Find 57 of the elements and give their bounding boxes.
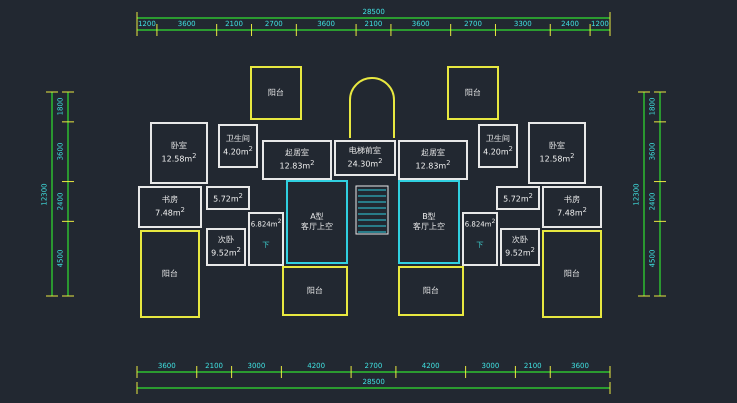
room-outline — [138, 186, 202, 228]
room-label: A型 — [310, 212, 324, 222]
room-label: 阳台 — [268, 88, 284, 98]
room-label: 书房 — [564, 195, 580, 206]
room-outline — [496, 186, 540, 210]
room-label: 5.72m$^{2}$ — [503, 191, 533, 205]
room-label: 12.83m$^{2}$ — [416, 158, 450, 172]
room-outline — [206, 186, 250, 210]
room-label: 7.48m$^{2}$ — [557, 205, 587, 219]
room-outline — [528, 122, 586, 184]
room-label: B型 — [422, 212, 436, 222]
room-label: 卧室 — [171, 141, 187, 152]
room-outline — [218, 124, 258, 168]
room-label: 9.52m$^{2}$ — [505, 245, 535, 259]
room-label: 24.30m$^{2}$ — [348, 156, 382, 170]
room-outline — [542, 186, 602, 228]
room-label: 12.58m$^{2}$ — [162, 151, 196, 165]
room-outline — [500, 228, 540, 266]
balcony-outline — [250, 66, 302, 120]
room-label: 4.20m$^{2}$ — [223, 144, 253, 158]
room-label: 起居室 — [421, 148, 445, 158]
room-outline — [150, 122, 208, 184]
room-outline — [262, 140, 332, 180]
room-label: 阳台 — [465, 88, 481, 98]
room-label: 次卧 — [218, 235, 234, 246]
room-label: 书房 — [162, 195, 178, 206]
balcony-outline — [398, 266, 464, 316]
room-label: 7.48m$^{2}$ — [155, 205, 185, 219]
room-outline — [478, 124, 518, 168]
room-label: 起居室 — [285, 148, 309, 158]
room-outline — [206, 228, 246, 266]
room-label: 阳台 — [564, 269, 580, 279]
room-label: 阳台 — [423, 286, 439, 296]
room-label: 电梯前室 — [349, 146, 381, 156]
room-label: 次卧 — [512, 235, 528, 246]
room-label: 阳台 — [307, 286, 323, 296]
room-label: 12.58m$^{2}$ — [540, 151, 574, 165]
balcony-outline — [542, 230, 602, 318]
room-outline — [398, 180, 460, 264]
room-label: 卫生间 — [486, 134, 510, 144]
room-label: 卫生间 — [226, 134, 250, 144]
room-outline — [286, 180, 348, 264]
room-outline — [248, 212, 284, 266]
room-label: 阳台 — [162, 269, 178, 279]
room-outline — [398, 140, 468, 180]
room-outline — [334, 140, 396, 176]
room-label: 5.72m$^{2}$ — [213, 191, 243, 205]
room-label: 客厅上空 — [413, 222, 445, 232]
room-label: 4.20m$^{2}$ — [483, 144, 513, 158]
room-label: 9.52m$^{2}$ — [211, 245, 241, 259]
balcony-outline — [140, 230, 200, 318]
room-outline — [462, 212, 498, 266]
balcony-outline — [447, 66, 499, 120]
room-label: 卧室 — [549, 141, 565, 152]
room-label: 12.83m$^{2}$ — [280, 158, 314, 172]
balcony-outline — [282, 266, 348, 316]
room-label: 客厅上空 — [301, 222, 333, 232]
